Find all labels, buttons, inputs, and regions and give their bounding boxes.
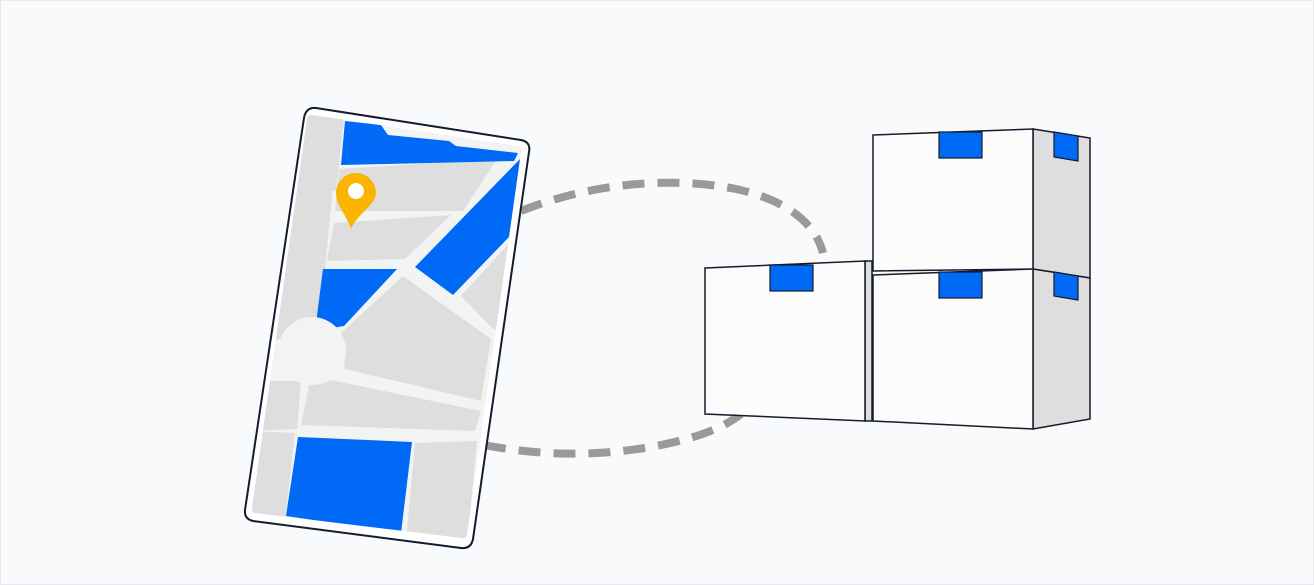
smartphone-icon — [243, 106, 531, 550]
map-block — [406, 441, 477, 539]
map-highlight-diagonal — [415, 157, 522, 295]
map-block — [461, 241, 511, 331]
map-highlight-bottom — [286, 437, 412, 533]
map-block — [301, 376, 481, 431]
map-screen — [251, 114, 522, 539]
box-tape — [938, 131, 983, 159]
map-block — [335, 159, 497, 211]
map-block — [327, 215, 451, 261]
box-tape — [769, 264, 814, 292]
route-path-top — [519, 178, 827, 255]
route-path-bottom — [483, 410, 744, 458]
box-tape-side — [1053, 271, 1079, 301]
box-side — [864, 260, 873, 422]
map-pin-icon — [336, 173, 376, 229]
box-front — [704, 260, 866, 422]
map-block — [341, 276, 491, 401]
box-tape-side — [1053, 131, 1079, 162]
map-highlight-left — [315, 269, 397, 331]
map-highlight-top — [341, 121, 518, 165]
map-roundabout — [278, 317, 346, 385]
box-front — [872, 268, 1034, 430]
package-box-icon — [704, 128, 1091, 430]
box-tape — [938, 271, 983, 299]
